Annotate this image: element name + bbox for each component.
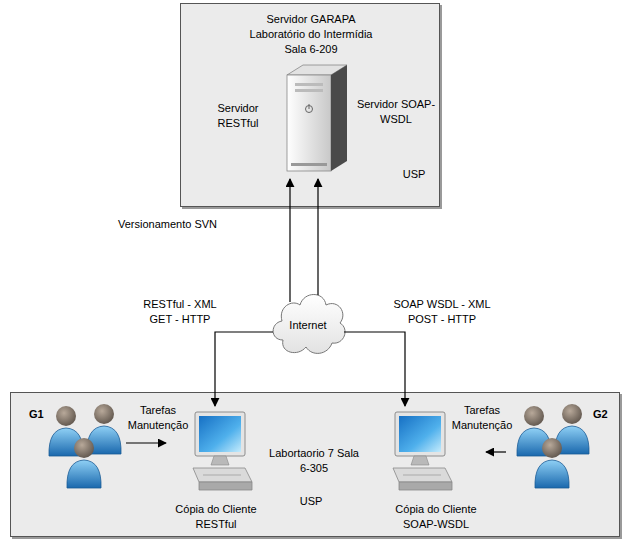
text-slot: Versionamento SVN <box>118 217 228 232</box>
node-text: Internet <box>268 318 348 333</box>
node-text: Cópia do Cliente SOAP-WSDL <box>386 502 486 532</box>
pc-icon <box>191 410 253 495</box>
user-group: G1 <box>29 398 126 498</box>
connector-arrow <box>486 451 506 452</box>
lab-box: Labortaorio 7 Sala 6-305USP G1Cópia do Cl… <box>10 392 620 537</box>
text-slot: USP <box>296 494 326 509</box>
text-slot: Labortaorio 7 Sala 6-305 <box>269 446 359 476</box>
text-slot: Servidor RESTful <box>206 101 270 131</box>
connector-arrow <box>215 332 273 406</box>
node-text: Cópia do Cliente RESTful <box>166 502 266 532</box>
node-text: G2 <box>593 407 611 422</box>
text-slot: SOAP WSDL - XML POST - HTTP <box>392 297 492 327</box>
text-slot: G1 <box>29 407 47 422</box>
text-slot: RESTful - XML GET - HTTP <box>135 297 225 327</box>
internet-cloud: Internet <box>268 285 348 365</box>
pc-icon <box>391 410 453 495</box>
node-text: Labortaorio 7 Sala 6-305 <box>269 446 359 476</box>
node-text: USP <box>296 494 326 509</box>
user-group: G2 <box>506 398 613 498</box>
text-slot: Tarefas Manutenção <box>447 403 517 433</box>
text-slot: Servidor GARAPA Laboratório do Intermídi… <box>241 12 381 57</box>
text-slot: Internet <box>268 318 348 333</box>
edge-label: SOAP WSDL - XML POST - HTTP <box>392 297 492 327</box>
people-icon <box>44 400 126 496</box>
text-slot: G2 <box>593 407 611 422</box>
text-slot: Tarefas Manutenção <box>125 403 191 433</box>
free-label: Versionamento SVN <box>118 217 228 232</box>
text-slot: USP <box>399 167 429 182</box>
people-icon <box>512 400 594 496</box>
node-text: G1 <box>29 407 47 422</box>
server-node: Servidor RESTful Servidor SOAP-WSDL <box>206 61 436 179</box>
node-text: Servidor GARAPA Laboratório do Intermídi… <box>241 12 381 57</box>
text-slot: Servidor SOAP-WSDL <box>356 97 436 127</box>
node-text: USP <box>399 167 429 182</box>
server-room-box: Servidor GARAPA Laboratório do Intermídi… <box>180 3 440 207</box>
connector-arrow <box>344 332 405 406</box>
server-icon <box>281 63 351 175</box>
node-text: Servidor SOAP-WSDL <box>356 97 436 127</box>
text-slot: Cópia do Cliente SOAP-WSDL <box>386 502 486 532</box>
connector-arrow <box>126 442 166 443</box>
edge-label: Tarefas Manutenção <box>125 403 191 433</box>
edge-label: Tarefas Manutenção <box>447 403 517 433</box>
connector-arrow <box>317 179 318 295</box>
connector-arrow <box>289 179 290 302</box>
text-slot: Cópia do Cliente RESTful <box>166 502 266 532</box>
edge-label: RESTful - XML GET - HTTP <box>135 297 225 327</box>
node-text: Servidor RESTful <box>206 101 270 131</box>
